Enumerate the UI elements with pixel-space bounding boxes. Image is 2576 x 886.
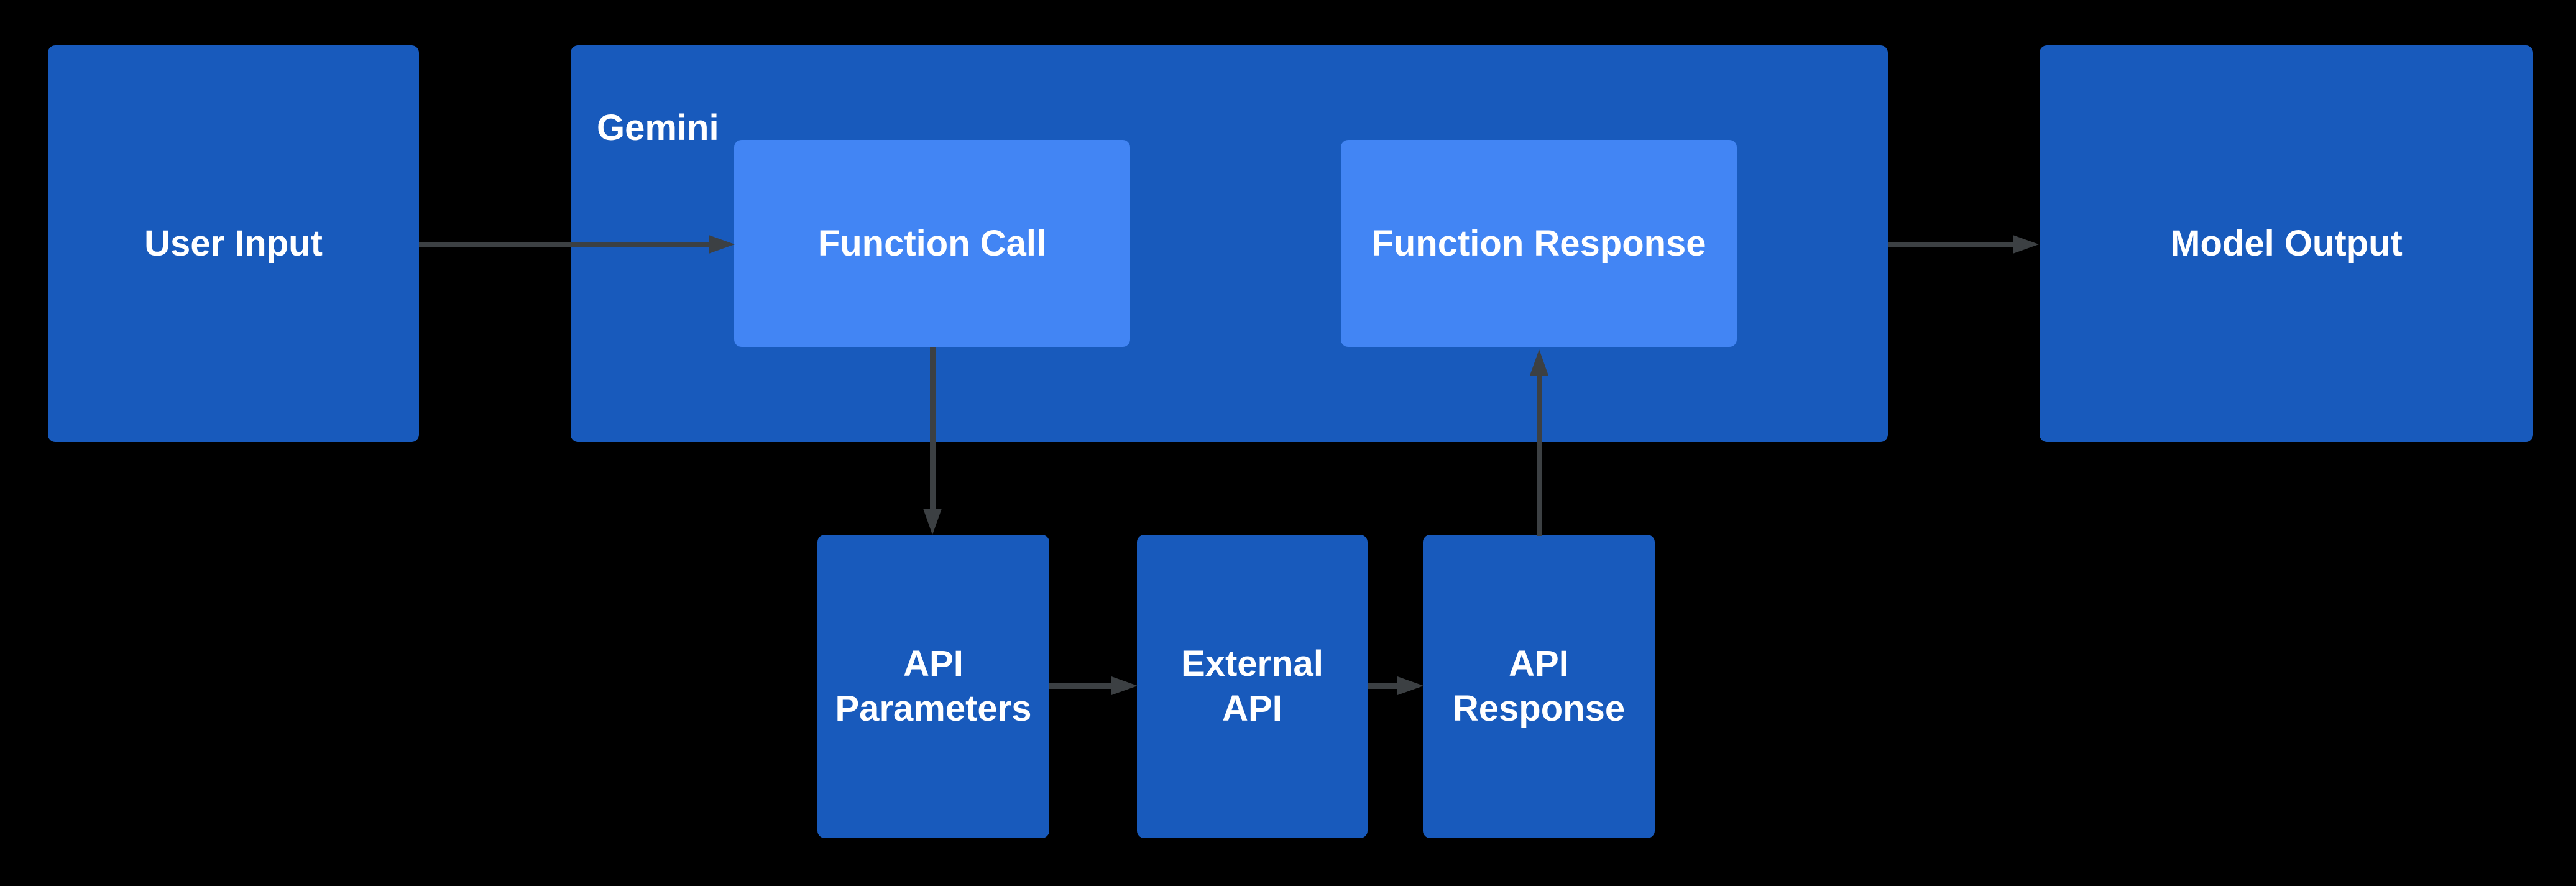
arrow-api-parameters-to-external-api-line xyxy=(1049,683,1111,689)
arrow-api-parameters-to-external-api-head xyxy=(1111,676,1138,695)
arrow-api-response-to-function-response-head xyxy=(1530,349,1548,376)
node-api-parameters-label-line1: API xyxy=(903,644,964,684)
arrow-external-api-to-api-response-line xyxy=(1368,683,1397,689)
arrow-gemini-to-model-output-line xyxy=(1888,242,2013,247)
node-function-call-label: Function Call xyxy=(817,223,1047,264)
arrow-function-call-to-api-parameters-head xyxy=(923,509,942,535)
arrow-user-input-to-function-call-line xyxy=(419,242,709,247)
node-external-api: External API xyxy=(1137,535,1368,838)
node-user-input-label: User Input xyxy=(144,223,323,264)
node-api-parameters-label-line2: Parameters xyxy=(835,688,1032,729)
node-user-input: User Input xyxy=(48,45,419,442)
node-model-output: Model Output xyxy=(2040,45,2533,442)
node-model-output-label: Model Output xyxy=(2170,223,2403,264)
node-gemini-label: Gemini xyxy=(597,108,719,148)
arrow-function-call-to-api-parameters-line xyxy=(930,347,936,509)
node-external-api-label-line2: API xyxy=(1222,688,1282,729)
arrow-external-api-to-api-response-head xyxy=(1397,676,1424,695)
node-api-response-label-line2: Response xyxy=(1452,688,1626,729)
node-function-call: Function Call xyxy=(734,140,1130,347)
node-api-response: API Response xyxy=(1423,535,1655,838)
node-function-response: Function Response xyxy=(1341,140,1737,347)
node-api-parameters: API Parameters xyxy=(817,535,1049,838)
arrow-api-response-to-function-response-line xyxy=(1537,376,1542,536)
arrow-gemini-to-model-output-head xyxy=(2013,235,2039,254)
node-function-response-label: Function Response xyxy=(1371,223,1706,264)
node-external-api-label-line1: External xyxy=(1181,644,1323,684)
arrow-user-input-to-function-call-head xyxy=(709,235,735,254)
node-api-response-label-line1: API xyxy=(1509,644,1569,684)
